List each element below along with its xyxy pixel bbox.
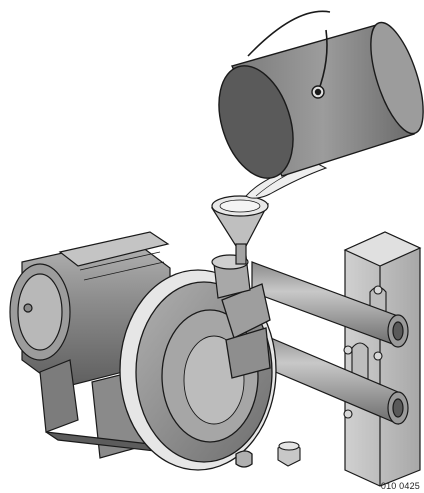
priming-port bbox=[211, 254, 251, 299]
bucket bbox=[218, 10, 424, 179]
suction-pipe bbox=[251, 329, 409, 425]
pump-housing bbox=[119, 269, 277, 471]
funnel bbox=[210, 195, 270, 265]
figure-code: 010 0425 bbox=[380, 481, 420, 491]
discharge-pipe bbox=[251, 261, 409, 348]
drain-plug bbox=[277, 441, 301, 467]
